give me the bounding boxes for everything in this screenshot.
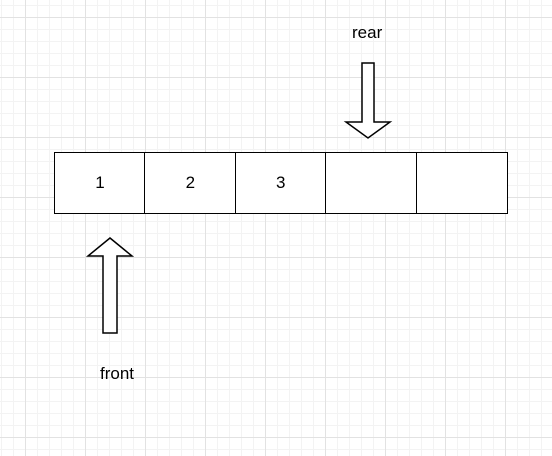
queue-cell: 3: [234, 152, 327, 214]
front-label: front: [100, 364, 135, 383]
queue-cell: [415, 152, 508, 214]
queue-cell: 2: [144, 152, 237, 214]
queue-cell: [325, 152, 418, 214]
rear-label: rear: [352, 23, 383, 42]
front-arrow-icon: [85, 237, 135, 334]
queue-cell: 1: [54, 152, 146, 214]
rear-arrow-icon: [343, 62, 393, 139]
queue-array: 1 2 3: [54, 152, 508, 214]
